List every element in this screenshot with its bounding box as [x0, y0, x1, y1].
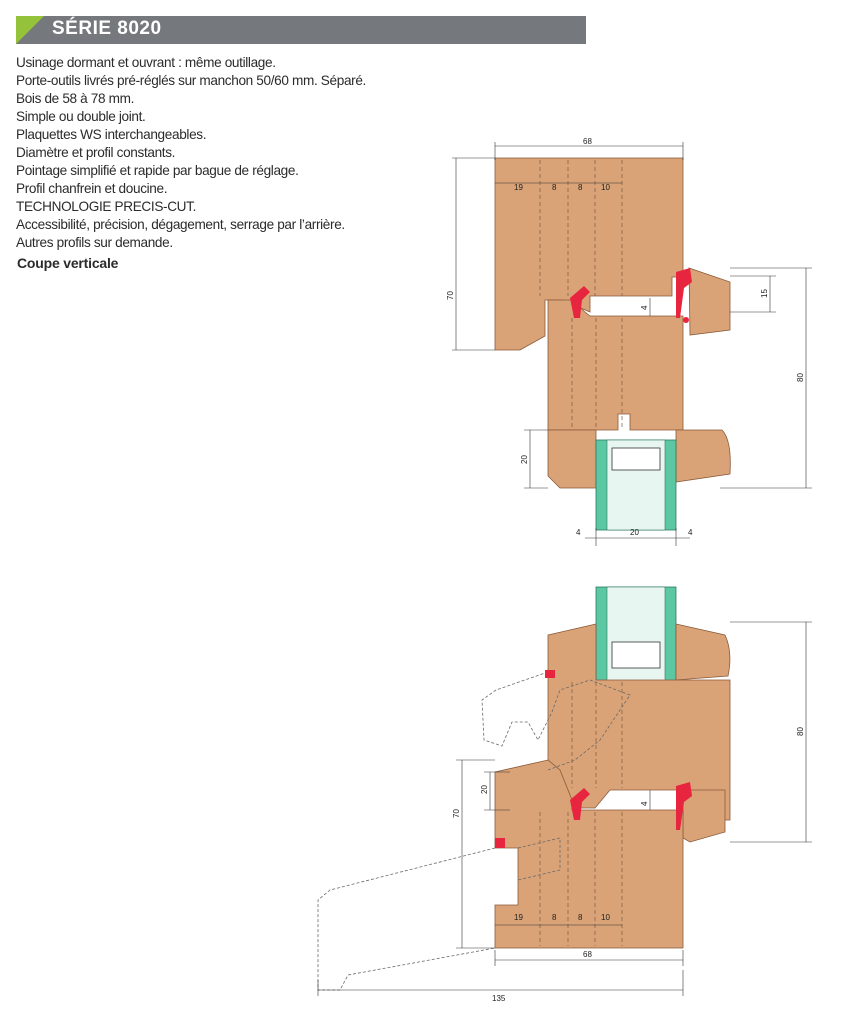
dim-seg-a: 19	[514, 183, 523, 192]
tenon-lines-top	[539, 160, 623, 428]
glass-seal-block	[611, 447, 661, 471]
dim-glass-left: 4	[576, 528, 581, 537]
dim-gasket: 15	[760, 289, 769, 298]
dim-glass: 20	[630, 528, 639, 537]
feature-item: Bois de 58 à 78 mm.	[16, 91, 135, 106]
dim-seg-d-bottom: 10	[601, 913, 610, 922]
dim-seg-c-bottom: 8	[578, 913, 583, 922]
gaskets-top	[570, 268, 692, 323]
dim-seg-b-bottom: 8	[552, 913, 557, 922]
dim-seg-c: 8	[578, 183, 583, 192]
dim-gap: 4	[640, 305, 649, 310]
feature-item: Diamètre et profil constants.	[16, 145, 176, 160]
feature-item: Pointage simplifié et rapide par bague d…	[16, 163, 299, 178]
dim-lines-top	[452, 142, 812, 546]
series-title: SÉRIE 8020	[52, 18, 162, 39]
header-bar	[16, 16, 586, 44]
bottom-section-drawing: 80 20 70 4 19 8 8 10 68 135	[317, 586, 812, 1003]
dim-width-total: 68	[583, 137, 592, 146]
sash-rebate-left	[547, 429, 597, 489]
dim-glass-right: 4	[688, 528, 693, 537]
feature-item: Profil chanfrein et doucine.	[16, 181, 168, 196]
drip-moulding-top	[688, 267, 731, 336]
section-heading: Coupe verticale	[17, 255, 119, 271]
series-header: SÉRIE 8020	[16, 16, 586, 44]
dim-seg-d: 10	[601, 183, 610, 192]
dim-seg-b: 8	[552, 183, 557, 192]
feature-list: Usinage dormant et ouvrant : même outill…	[16, 54, 456, 252]
sash-profile-top	[547, 299, 684, 431]
dim-height-left: 70	[446, 291, 455, 300]
feature-item: Simple ou double joint.	[16, 109, 146, 124]
dim-rebate-bottom: 20	[480, 785, 489, 794]
gaskets-bottom	[495, 670, 692, 848]
top-section-drawing: 68 19 8 8 10 70 15 4 80 20 4 20 4	[446, 137, 812, 546]
feature-item: Porte-outils livrés pré-réglés sur manch…	[16, 73, 366, 88]
glazing-bead-top	[675, 429, 731, 483]
feature-item: Usinage dormant et ouvrant : même outill…	[16, 55, 276, 70]
feature-item: Accessibilité, précision, dégagement, se…	[16, 217, 345, 232]
dim-lines-bottom	[317, 621, 812, 996]
dim-height-right-bottom: 80	[796, 727, 805, 736]
dim-seg-a-bottom: 19	[514, 913, 523, 922]
dim-height-right: 80	[796, 373, 805, 382]
glazing-bead-bottom	[675, 623, 731, 681]
feature-item: TECHNOLOGIE PRECIS-CUT.	[16, 199, 197, 214]
dim-rebate: 20	[520, 455, 529, 464]
tenon-lines-bottom	[539, 682, 623, 946]
dim-height-left-bottom: 70	[452, 809, 461, 818]
dim-gap-bottom: 4	[640, 801, 649, 806]
feature-item: Autres profils sur demande.	[16, 235, 173, 250]
header-accent-triangle	[16, 16, 44, 44]
feature-item: Plaquettes WS interchangeables.	[16, 127, 207, 142]
dim-overall: 135	[492, 994, 506, 1003]
dim-width-total-bottom: 68	[583, 950, 592, 959]
glass-seal-block-bottom	[611, 641, 661, 669]
